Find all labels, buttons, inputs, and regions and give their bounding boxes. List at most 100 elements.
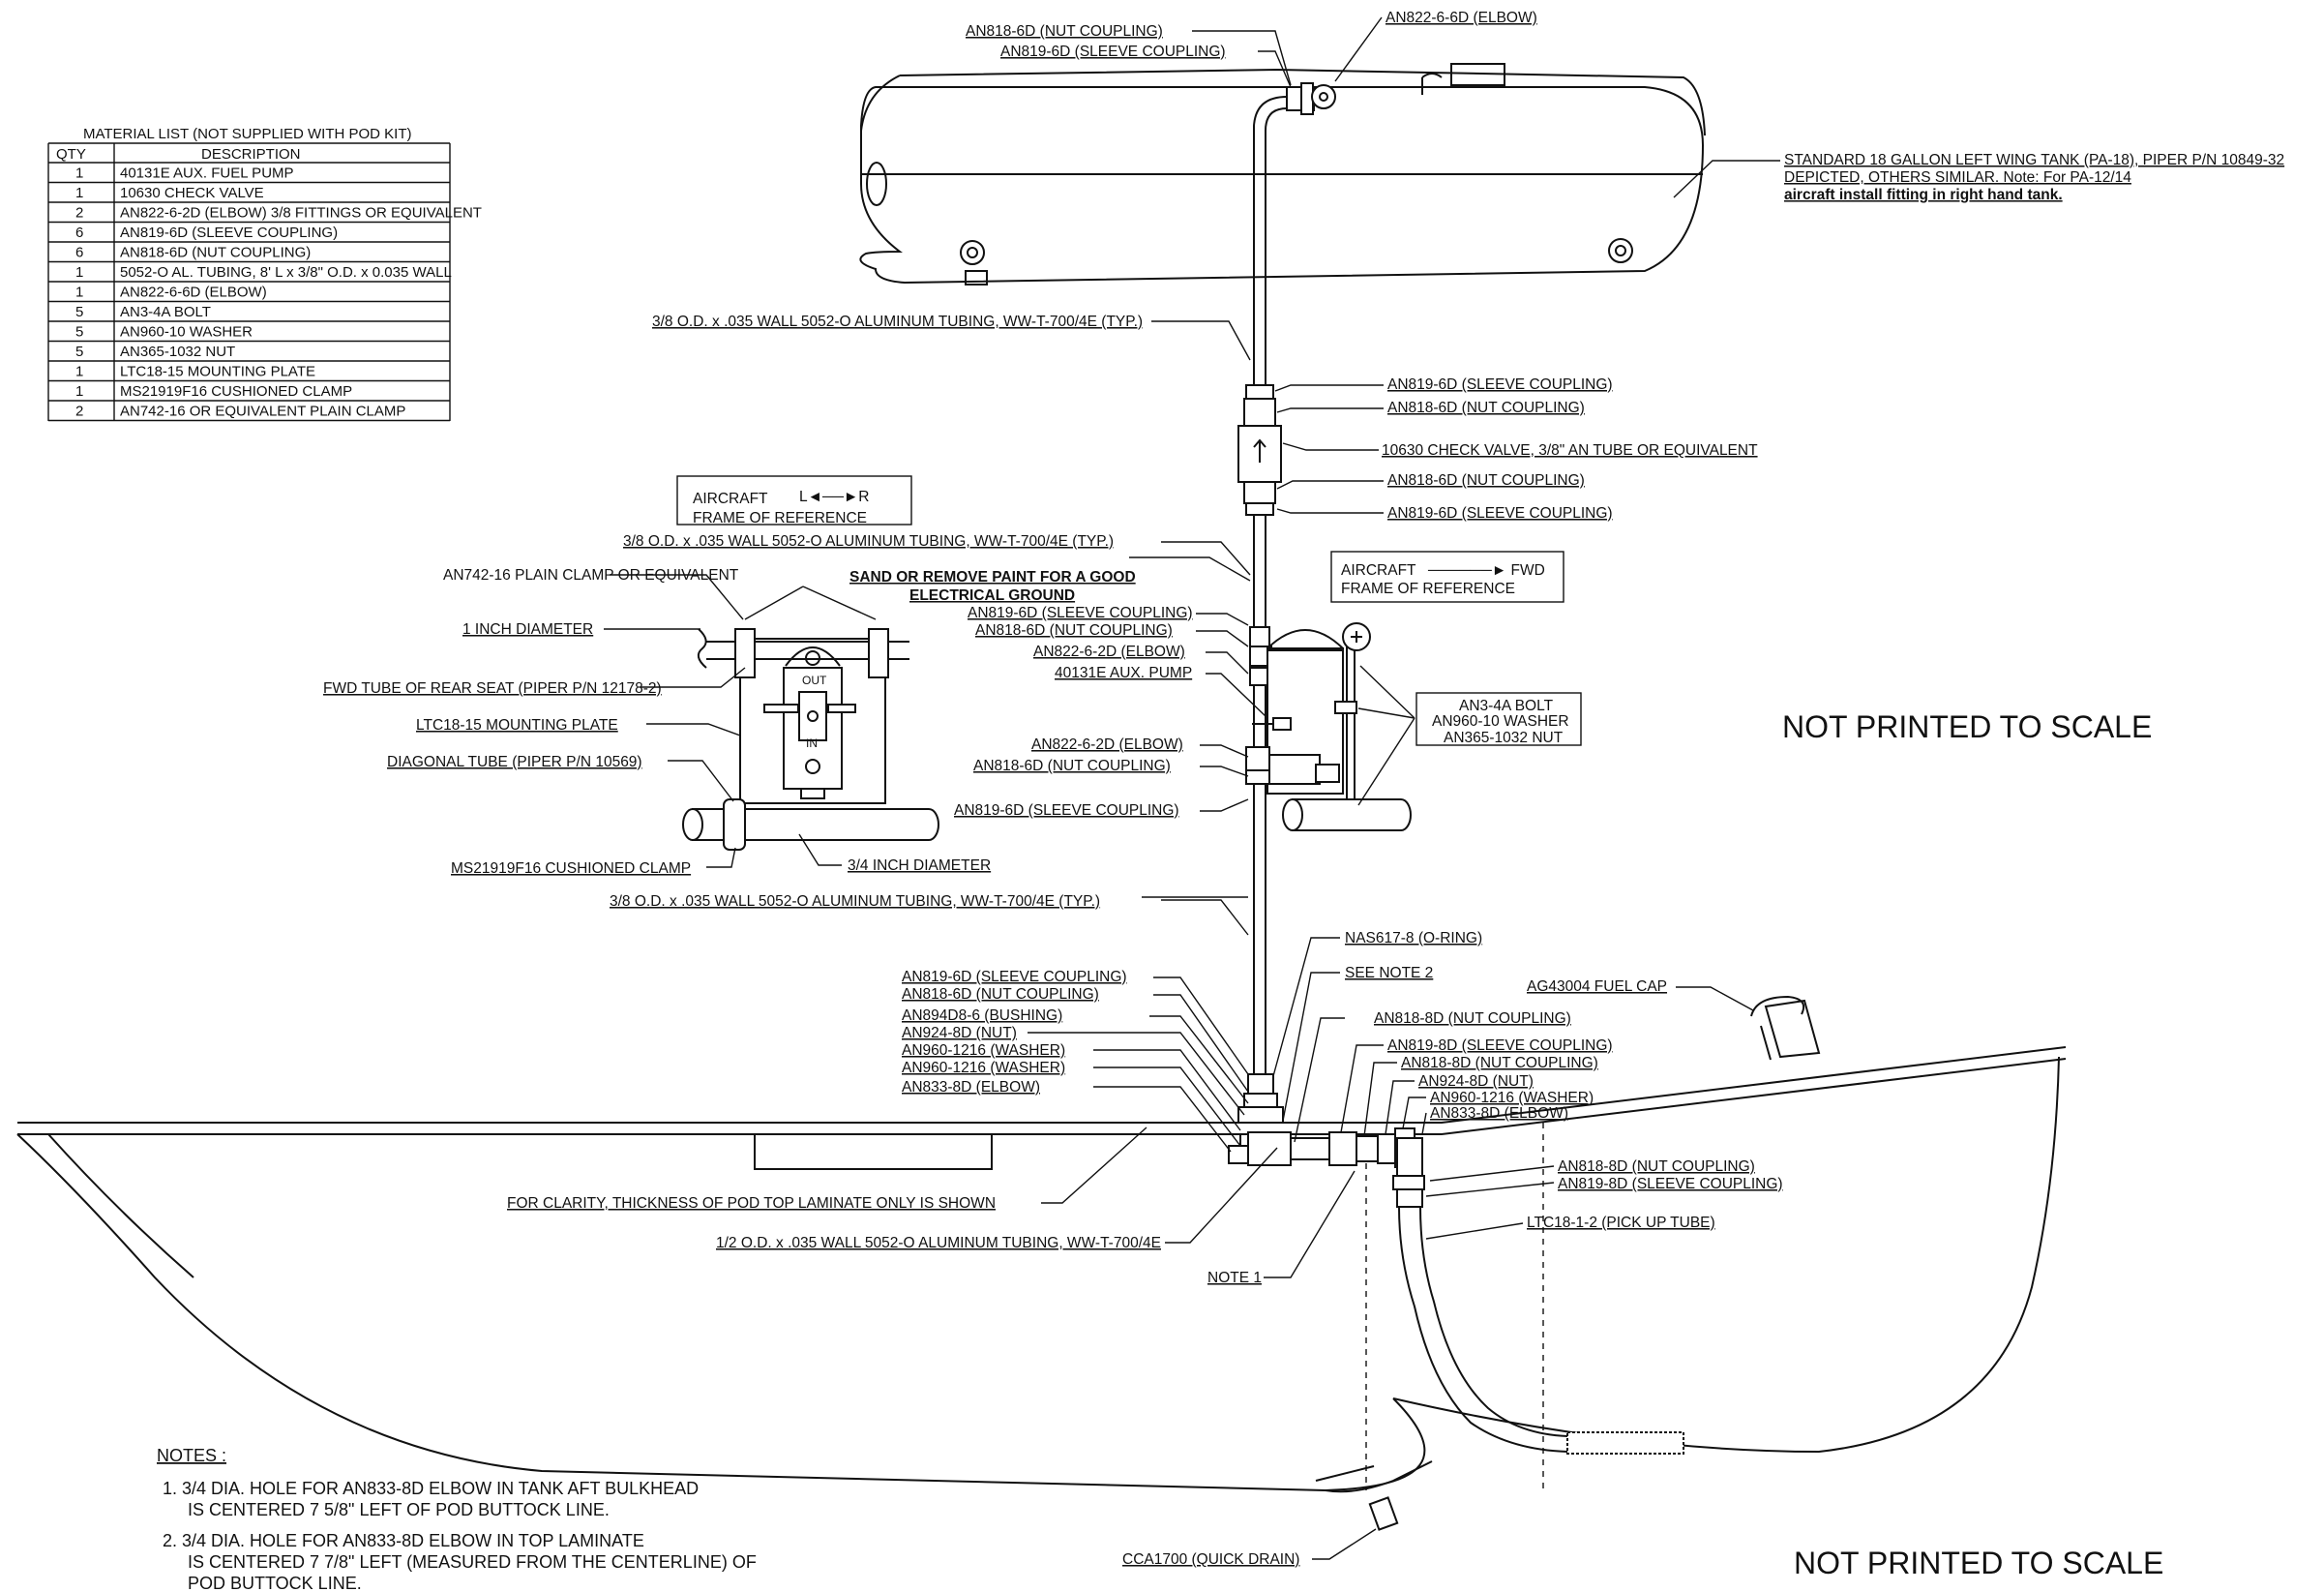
bolt-label: AN3-4A BOLT xyxy=(1459,698,1554,714)
callout-p-sleeve-top: AN819-6D (SLEEVE COUPLING) xyxy=(968,605,1193,621)
material-list-description: AN3-4A BOLT xyxy=(120,304,211,320)
callout-mount-plate: LTC18-15 MOUNTING PLATE xyxy=(416,717,618,734)
notes-heading: NOTES : xyxy=(157,1446,226,1465)
material-list-description: 40131E AUX. FUEL PUMP xyxy=(120,165,294,182)
callout-tank-line2: DEPICTED, OTHERS SIMILAR. Note: For PA-1… xyxy=(1784,169,2131,186)
callout-b-nut: AN818-6D (NUT COUPLING) xyxy=(902,986,1099,1003)
pod-elbow-an833 xyxy=(1247,1131,1292,1166)
callout-r-sleeve1: AN819-8D (SLEEVE COUPLING) xyxy=(1387,1037,1613,1054)
quick-drain xyxy=(1368,1496,1399,1531)
aux-pump-assembly xyxy=(1245,622,1412,831)
callout-three-quarter: 3/4 INCH DIAMETER xyxy=(848,857,991,874)
scale-note-upper: NOT PRINTED TO SCALE xyxy=(1782,709,2152,744)
frame-lr-line1: AIRCRAFT xyxy=(693,491,768,507)
note2-line2: IS CENTERED 7 7/8" LEFT (MEASURED FROM T… xyxy=(188,1552,757,1572)
pod-fittings xyxy=(1228,1073,1684,1531)
callout-sand-line2: ELECTRICAL GROUND xyxy=(909,587,1075,604)
frame-of-reference-fwd: AIRCRAFT ──────► FWD FRAME OF REFERENCE xyxy=(1330,551,1564,603)
note2-line1: 2. 3/4 DIA. HOLE FOR AN833-8D ELBOW IN T… xyxy=(163,1531,644,1550)
material-list-qty: 1 xyxy=(75,165,83,182)
callout-r-an924: AN924-8D (NUT) xyxy=(1418,1073,1534,1090)
material-list-description: AN960-10 WASHER xyxy=(120,324,253,341)
callout-tube-lower: 3/8 O.D. x .035 WALL 5052-O ALUMINUM TUB… xyxy=(610,893,1100,910)
material-list-description: AN819-6D (SLEEVE COUPLING) xyxy=(120,225,338,241)
frame-fwd-line1: AIRCRAFT xyxy=(1341,562,1416,579)
callout-note1: NOTE 1 xyxy=(1207,1270,1262,1286)
material-list-description: AN822-6-6D (ELBOW) xyxy=(120,285,267,301)
material-list-description: 10630 CHECK VALVE xyxy=(120,185,264,201)
callout-top-elbow: AN822-6-6D (ELBOW) xyxy=(1385,10,1537,26)
frame-fwd-line2: FRAME OF REFERENCE xyxy=(1341,581,1515,597)
callout-aux-pump: 40131E AUX. PUMP xyxy=(1055,665,1192,681)
callout-fwd-tube: FWD TUBE OF REAR SEAT (PIPER P/N 12178-2… xyxy=(323,680,662,697)
pickup-screen xyxy=(1566,1431,1684,1455)
pump-out-label: OUT xyxy=(802,674,827,687)
callout-cv-nut-top: AN818-6D (NUT COUPLING) xyxy=(1387,400,1585,416)
frame-of-reference-lr: AIRCRAFT L◄──►R FRAME OF REFERENCE xyxy=(676,475,912,526)
wing-tank xyxy=(859,63,1706,285)
material-list-qty: 1 xyxy=(75,285,83,301)
callout-tube-mid: 3/8 O.D. x .035 WALL 5052-O ALUMINUM TUB… xyxy=(623,533,1114,550)
callout-r-washer: AN960-1216 (WASHER) xyxy=(1430,1090,1594,1106)
callout-p-nut-bot: AN818-6D (NUT COUPLING) xyxy=(973,758,1171,774)
callout-p-elbow-top: AN822-6-2D (ELBOW) xyxy=(1033,644,1185,660)
callout-r-sleeve3: AN819-8D (SLEEVE COUPLING) xyxy=(1558,1176,1783,1192)
callout-plain-clamp: AN742-16 PLAIN CLAMP OR EQUIVALENT xyxy=(443,567,739,584)
callout-p-sleeve-bot: AN819-6D (SLEEVE COUPLING) xyxy=(954,802,1179,819)
material-list-qty: 5 xyxy=(75,344,83,360)
callout-tank-line3: aircraft install fitting in right hand t… xyxy=(1784,187,2063,203)
frame-lr-line2: FRAME OF REFERENCE xyxy=(693,510,867,526)
scale-note-lower: NOT PRINTED TO SCALE xyxy=(1794,1546,2163,1580)
frame-lr-arrow: L◄──►R xyxy=(799,489,869,505)
callout-b-an924: AN924-8D (NUT) xyxy=(902,1025,1017,1041)
callout-diag-tube: DIAGONAL TUBE (PIPER P/N 10569) xyxy=(387,754,642,770)
material-list-qty: 1 xyxy=(75,185,83,201)
callout-check-valve: 10630 CHECK VALVE, 3/8" AN TUBE OR EQUIV… xyxy=(1382,442,1758,459)
cushioned-clamp xyxy=(723,798,746,851)
callout-tank-line1: STANDARD 18 GALLON LEFT WING TANK (PA-18… xyxy=(1784,152,2284,168)
callout-cv-sleeve-top: AN819-6D (SLEEVE COUPLING) xyxy=(1387,376,1613,393)
nut-label: AN365-1032 NUT xyxy=(1444,730,1564,746)
washer-label: AN960-10 WASHER xyxy=(1432,713,1569,730)
cargo-pod xyxy=(16,995,2067,1493)
leader-lines xyxy=(604,16,1780,1560)
callout-one-inch: 1 INCH DIAMETER xyxy=(462,621,593,638)
callout-r-nut2: AN818-8D (NUT COUPLING) xyxy=(1401,1055,1598,1071)
material-list-description: AN822-6-2D (ELBOW) 3/8 FITTINGS OR EQUIV… xyxy=(120,205,482,222)
pump-in-label: IN xyxy=(806,736,818,750)
material-list-description: MS21919F16 CUSHIONED CLAMP xyxy=(120,383,352,400)
callout-clarity: FOR CLARITY, THICKNESS OF POD TOP LAMINA… xyxy=(507,1195,996,1212)
hardware-box: AN3-4A BOLT AN960-10 WASHER AN365-1032 N… xyxy=(1415,692,1582,746)
material-list-qty: 2 xyxy=(75,205,83,222)
callout-oring: NAS617-8 (O-RING) xyxy=(1345,930,1482,946)
material-list-qty: 6 xyxy=(75,245,83,261)
note1-line2: IS CENTERED 7 5/8" LEFT OF POD BUTTOCK L… xyxy=(188,1500,610,1519)
material-list-qty: 2 xyxy=(75,404,83,420)
callout-half-tube: 1/2 O.D. x .035 WALL 5052-O ALUMINUM TUB… xyxy=(716,1235,1161,1251)
callout-r-elbow: AN833-8D (ELBOW) xyxy=(1430,1105,1568,1122)
callout-cv-nut-bot: AN818-6D (NUT COUPLING) xyxy=(1387,472,1585,489)
top-elbow xyxy=(1311,84,1336,109)
note2-line3: POD BUTTOCK LINE. xyxy=(188,1574,362,1592)
fuel-line xyxy=(1253,82,1336,1084)
note1-line1: 1. 3/4 DIA. HOLE FOR AN833-8D ELBOW IN T… xyxy=(163,1479,699,1498)
check-valve-assembly xyxy=(1237,384,1282,516)
callout-b-elbow: AN833-8D (ELBOW) xyxy=(902,1079,1040,1096)
callout-r-nut3: AN818-8D (NUT COUPLING) xyxy=(1558,1158,1755,1175)
callout-r-nut1: AN818-8D (NUT COUPLING) xyxy=(1374,1010,1571,1027)
material-list-qty: 1 xyxy=(75,364,83,380)
frame-fwd-arrow: ──────► FWD xyxy=(1427,562,1545,579)
callout-top-nut: AN818-6D (NUT COUPLING) xyxy=(966,23,1163,40)
material-list-description: AN365-1032 NUT xyxy=(120,344,235,360)
pump-mounting-plate xyxy=(1346,640,1356,816)
notes-block: NOTES : 1. 3/4 DIA. HOLE FOR AN833-8D EL… xyxy=(157,1446,757,1592)
material-list-qty: 5 xyxy=(75,324,83,341)
material-list-qty: 5 xyxy=(75,304,83,320)
callout-tube-upper: 3/8 O.D. x .035 WALL 5052-O ALUMINUM TUB… xyxy=(652,314,1143,330)
material-list-header-description: DESCRIPTION xyxy=(201,146,301,163)
callout-quick-drain: CCA1700 (QUICK DRAIN) xyxy=(1122,1551,1299,1568)
callout-b-sleeve: AN819-6D (SLEEVE COUPLING) xyxy=(902,969,1127,985)
material-list-table: MATERIAL LIST (NOT SUPPLIED WITH POD KIT… xyxy=(47,126,482,422)
